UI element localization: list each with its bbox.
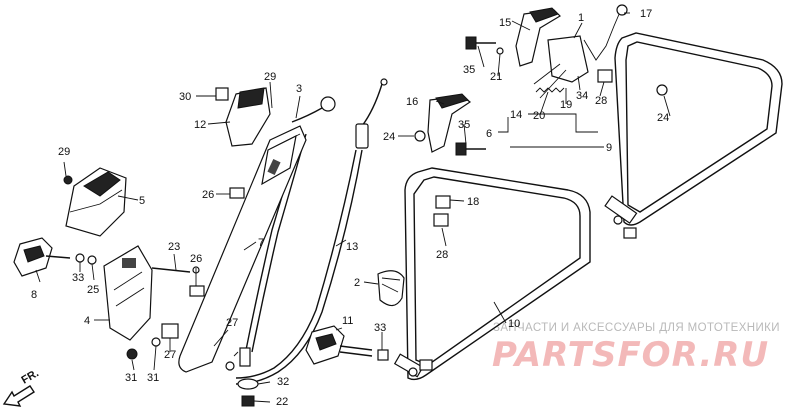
lever-housing xyxy=(103,245,200,360)
watermark-brand: PARTSFOR.RU xyxy=(492,335,769,375)
handle-bar-upper xyxy=(604,32,783,239)
callout-1: 1 xyxy=(578,12,584,24)
lever-bracket-upper xyxy=(515,4,628,83)
throttle-cable xyxy=(235,78,388,385)
callout-23: 23 xyxy=(168,241,180,253)
callout-13: 13 xyxy=(346,241,358,253)
callout-25: 25 xyxy=(87,284,99,296)
callout-33-left: 33 xyxy=(72,272,84,284)
callout-29-left: 29 xyxy=(58,146,70,158)
handle-bar-lower xyxy=(393,167,591,381)
callout-16: 16 xyxy=(406,96,418,108)
callout-11: 11 xyxy=(342,315,353,327)
lever-bracket-lower xyxy=(427,93,472,153)
callout-30: 30 xyxy=(179,91,191,103)
bolt xyxy=(455,36,504,156)
adjust-knob xyxy=(305,325,389,365)
callout-14: 14 xyxy=(510,109,522,121)
callout-22: 22 xyxy=(276,396,288,408)
callout-19: 19 xyxy=(560,99,572,111)
callout-24-upper: 24 xyxy=(657,112,669,124)
callout-31-right: 31 xyxy=(147,372,159,384)
callout-26-upper: 26 xyxy=(202,189,214,201)
lock-knob xyxy=(13,237,97,277)
callout-34: 34 xyxy=(576,90,588,102)
cable-clip xyxy=(189,187,245,297)
callout-35-upper: 35 xyxy=(463,64,475,76)
handle-pipe xyxy=(178,125,307,373)
callout-33-right: 33 xyxy=(374,322,386,334)
collar xyxy=(414,69,668,227)
watermark-tagline: ЗАПЧАСТИ И АКСЕССУАРЫ ДЛЯ МОТОТЕХНИКИ xyxy=(493,322,780,334)
callout-10: 10 xyxy=(508,318,520,330)
callout-2: 2 xyxy=(354,277,360,289)
cable-clamp xyxy=(377,270,405,307)
callout-4: 4 xyxy=(84,315,90,327)
callout-35-lower: 35 xyxy=(458,119,470,131)
callout-21: 21 xyxy=(490,71,502,83)
callout-28-upper: 28 xyxy=(595,95,607,107)
callout-28-lower: 28 xyxy=(436,249,448,261)
callout-9: 9 xyxy=(606,142,612,154)
callout-6: 6 xyxy=(486,128,492,140)
callout-29-upper: 29 xyxy=(264,71,276,83)
callout-20: 20 xyxy=(533,110,545,122)
leader-lines xyxy=(398,12,671,324)
callout-31-left: 31 xyxy=(125,372,137,384)
callout-24-lower: 24 xyxy=(383,131,395,143)
callout-15: 15 xyxy=(499,17,511,29)
bolt-washer xyxy=(237,378,259,407)
cover-bracket xyxy=(215,87,271,147)
front-direction-label: FR. xyxy=(20,367,41,386)
callout-8: 8 xyxy=(31,289,37,301)
spring xyxy=(533,63,567,99)
callout-32: 32 xyxy=(277,376,289,388)
leader-lines-left xyxy=(35,81,383,403)
callout-3: 3 xyxy=(296,83,302,95)
callout-26-lower: 26 xyxy=(190,253,202,265)
callout-labels: 1 2 3 4 5 6 7 8 9 10 11 12 13 14 15 16 1… xyxy=(31,8,669,408)
callout-17: 17 xyxy=(640,8,652,20)
watermark: ЗАПЧАСТИ И АКСЕССУАРЫ ДЛЯ МОТОТЕХНИКИ PA… xyxy=(492,322,780,375)
front-direction-arrow: FR. xyxy=(2,367,41,407)
callout-7: 7 xyxy=(258,237,264,249)
callout-18: 18 xyxy=(467,196,479,208)
callout-5: 5 xyxy=(139,195,145,207)
callout-27-right: 27 xyxy=(226,317,238,329)
throttle-cover xyxy=(63,167,127,237)
callout-27-left: 27 xyxy=(164,349,176,361)
callout-12: 12 xyxy=(194,119,206,131)
